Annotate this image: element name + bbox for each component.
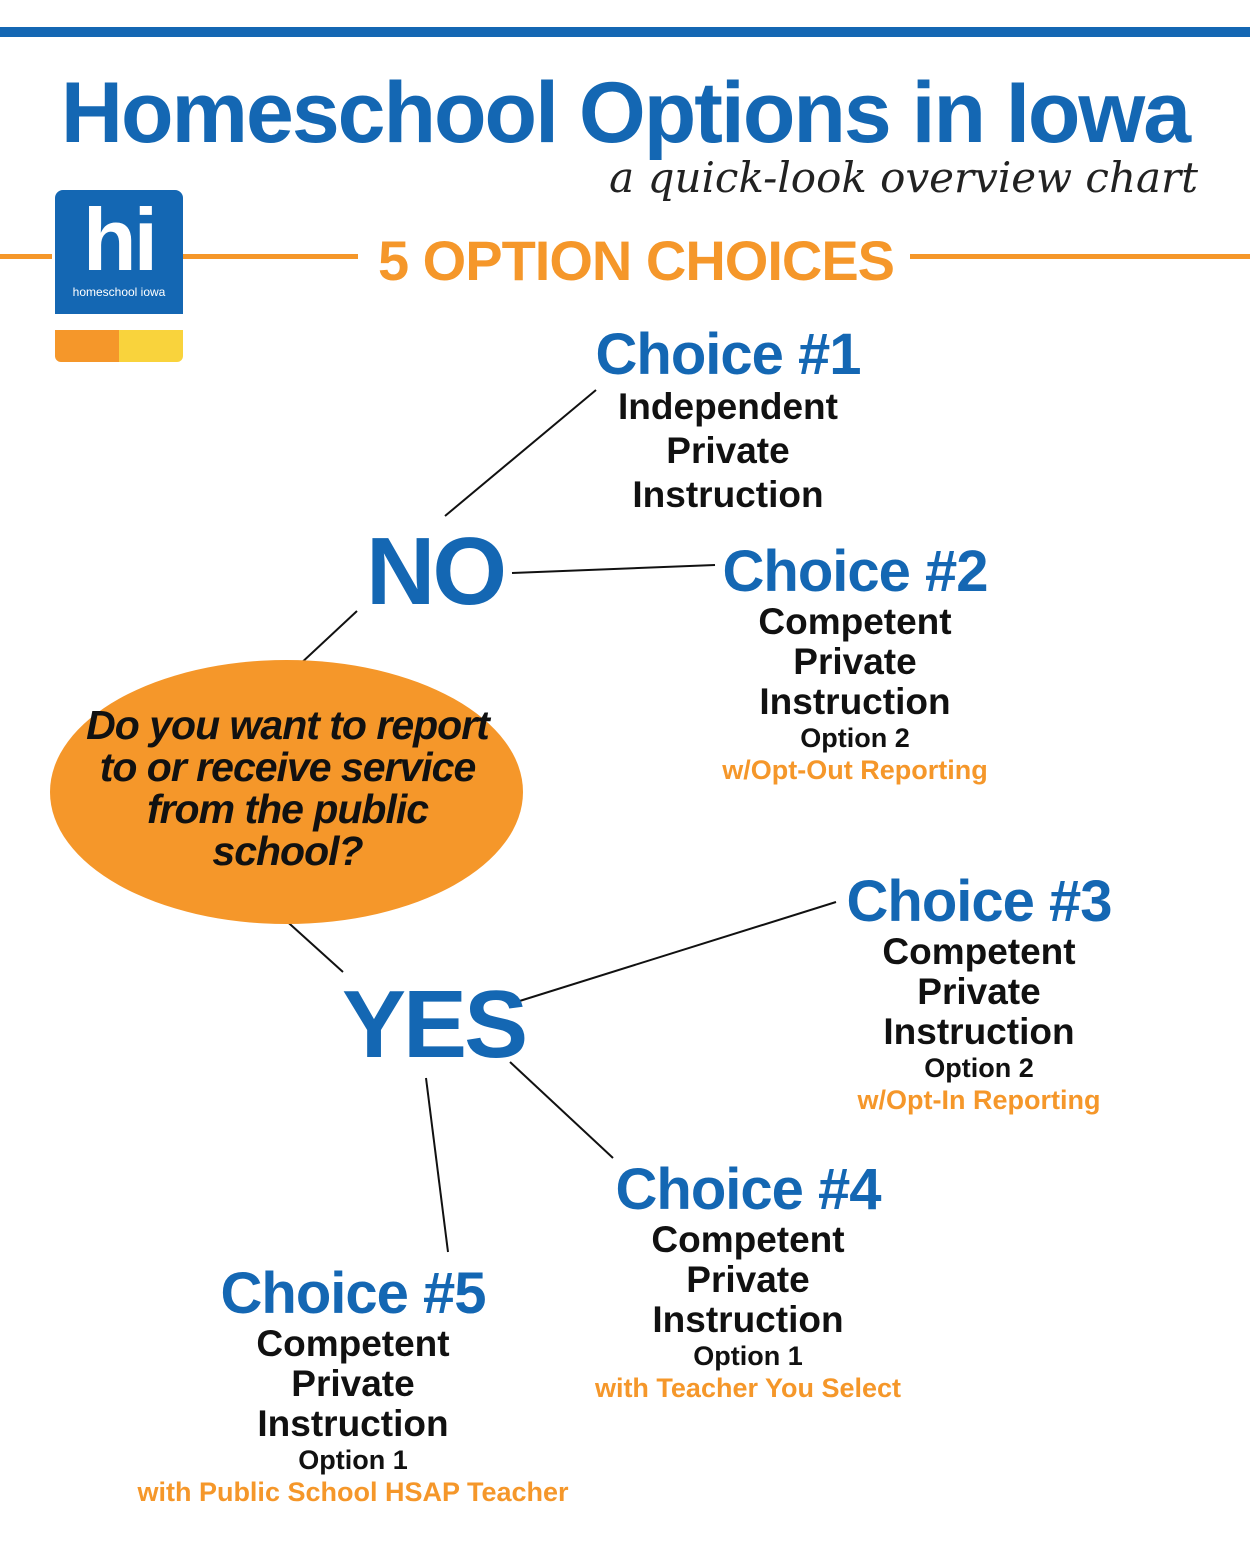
choice-line: Instruction bbox=[632, 474, 824, 515]
connector-yes-choice5 bbox=[425, 1077, 449, 1253]
logo-mark: hi bbox=[82, 190, 158, 289]
choice-option: Option 1 bbox=[298, 1445, 408, 1475]
choice-3: Choice #3 Competent Private Instruction … bbox=[824, 872, 1134, 1116]
connector-no-choice1 bbox=[444, 389, 597, 517]
choice-option: Option 2 bbox=[924, 1053, 1034, 1083]
choice-line: Private bbox=[917, 971, 1041, 1012]
choice-line: Competent bbox=[651, 1219, 845, 1260]
question-oval bbox=[50, 660, 523, 924]
choice-5: Choice #5 Competent Private Instruction … bbox=[118, 1264, 588, 1508]
choice-title: Choice #1 bbox=[595, 322, 862, 387]
logo-book-left bbox=[55, 328, 125, 362]
connector-no-choice2 bbox=[511, 564, 716, 574]
connector-yes-choice4 bbox=[509, 1061, 614, 1159]
no-label: NO bbox=[366, 518, 507, 625]
section-heading: 5 OPTION CHOICES bbox=[377, 229, 895, 292]
book-pages-icon bbox=[55, 314, 183, 330]
choice-line: Independent bbox=[618, 386, 838, 427]
choice-line: Instruction bbox=[257, 1403, 449, 1444]
heading-rule-right bbox=[910, 254, 1250, 259]
choice-option: Option 1 bbox=[693, 1341, 803, 1371]
choice-line: Competent bbox=[758, 601, 952, 642]
choice-note: with Public School HSAP Teacher bbox=[137, 1477, 569, 1507]
choice-note: with Teacher You Select bbox=[594, 1373, 902, 1403]
choice-4: Choice #4 Competent Private Instruction … bbox=[568, 1160, 928, 1404]
choice-line: Private bbox=[686, 1259, 810, 1300]
yes-label: YES bbox=[342, 971, 528, 1078]
choice-title: Choice #2 bbox=[722, 539, 989, 604]
choice-line: Instruction bbox=[652, 1299, 844, 1340]
logo-wordmark: homeschool iowa bbox=[72, 285, 166, 299]
choice-2: Choice #2 Competent Private Instruction … bbox=[700, 542, 1010, 786]
question-text: Do you want to report to or receive serv… bbox=[86, 702, 490, 874]
homeschool-iowa-logo: hi homeschool iowa bbox=[55, 190, 183, 365]
choice-title: Choice #4 bbox=[615, 1157, 882, 1222]
connector-yes-choice3 bbox=[509, 901, 837, 1005]
choice-option: Option 2 bbox=[800, 723, 910, 753]
choice-line: Private bbox=[291, 1363, 415, 1404]
choice-line: Private bbox=[793, 641, 917, 682]
top-divider bbox=[0, 27, 1250, 37]
heading-rule-middle bbox=[183, 254, 358, 259]
heading-rule-left bbox=[0, 254, 52, 259]
choice-title: Choice #5 bbox=[220, 1261, 487, 1326]
choice-line: Private bbox=[666, 430, 790, 471]
logo-book-right bbox=[119, 328, 183, 362]
choice-line: Competent bbox=[256, 1323, 450, 1364]
choice-line: Instruction bbox=[883, 1011, 1075, 1052]
page-title: Homeschool Options in Iowa bbox=[60, 65, 1191, 161]
choice-line: Instruction bbox=[759, 681, 951, 722]
choice-line: Competent bbox=[882, 931, 1076, 972]
choice-note: w/Opt-In Reporting bbox=[857, 1085, 1101, 1115]
page-subtitle: a quick-look overview chart bbox=[609, 153, 1198, 202]
choice-1: Choice #1 Independent Private Instructio… bbox=[578, 325, 878, 517]
logo-background bbox=[55, 190, 183, 314]
choice-title: Choice #3 bbox=[846, 869, 1113, 934]
choice-note: w/Opt-Out Reporting bbox=[722, 755, 988, 785]
